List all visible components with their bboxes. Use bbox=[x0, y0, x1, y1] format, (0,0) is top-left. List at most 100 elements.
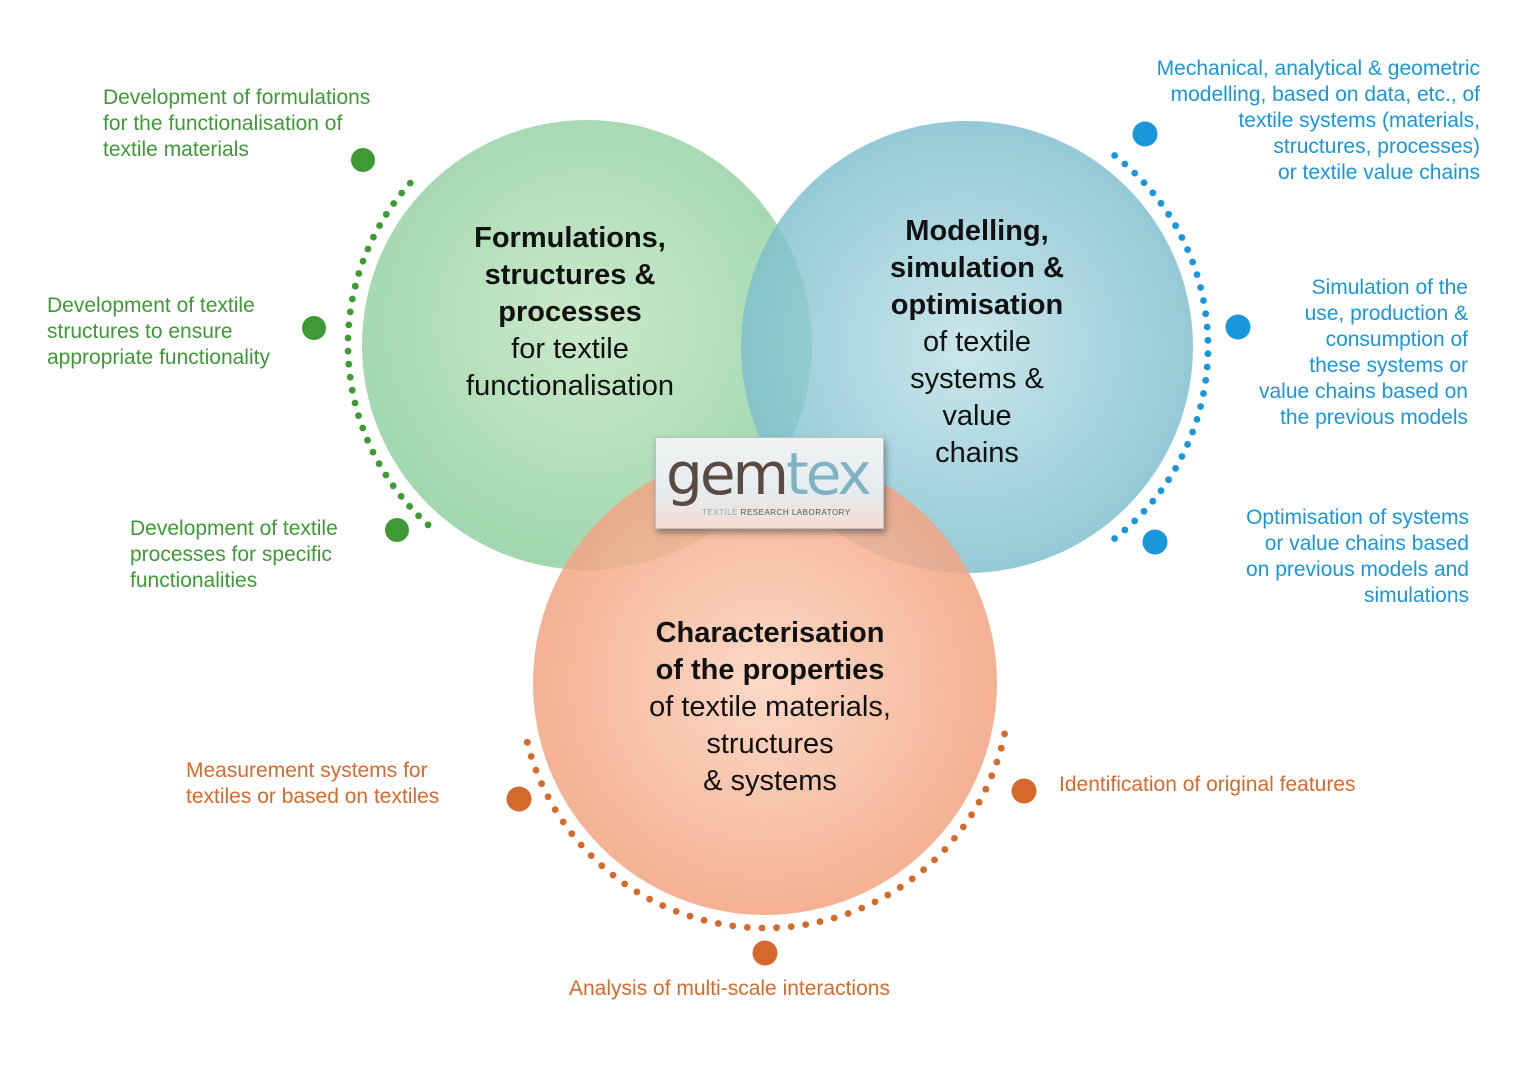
orange-arc-dot bbox=[729, 922, 737, 930]
blue-arc-dot bbox=[1131, 169, 1139, 177]
logo-word-part-2: tex bbox=[786, 440, 872, 508]
orange-arc-dot bbox=[686, 912, 694, 920]
blue-arc-dot bbox=[1111, 535, 1118, 542]
blue-arc-dot bbox=[1157, 487, 1165, 495]
orange-title-line-5: & systems bbox=[703, 765, 837, 797]
green-title-line-4: for textile bbox=[511, 333, 629, 365]
green-arc-dot bbox=[346, 373, 354, 381]
green-arc-dot bbox=[397, 492, 405, 500]
green-annotation-3-line-1: Development of textile bbox=[130, 517, 338, 540]
green-arc-dot bbox=[382, 471, 390, 479]
blue-annotation-2-line-1: Simulation of the bbox=[1311, 276, 1468, 299]
green-annotation-2: Development of textile structures to ens… bbox=[47, 293, 270, 371]
orange-arc-dot bbox=[672, 908, 680, 915]
blue-arc-dot bbox=[1178, 234, 1186, 241]
green-annotation-2-line-1: Development of textile bbox=[47, 294, 255, 317]
blue-arc-dot bbox=[1165, 210, 1172, 218]
orange-arc-dot bbox=[920, 866, 927, 874]
orange-arc-dot bbox=[802, 921, 810, 928]
orange-arc-dot bbox=[871, 898, 879, 906]
blue-arc-dot bbox=[1172, 464, 1179, 472]
orange-circle-title: Characterisation of the properties of te… bbox=[649, 615, 891, 800]
orange-arc-dot bbox=[816, 918, 824, 926]
green-arc-dot bbox=[348, 386, 356, 394]
blue-arc-dot bbox=[1157, 199, 1165, 207]
blue-arc-dot bbox=[1121, 160, 1129, 168]
blue-annotation-2-line-4: these systems or bbox=[1309, 354, 1468, 377]
blue-annotation-2: Simulation of the use, production & cons… bbox=[1259, 275, 1468, 431]
orange-arc-dot bbox=[997, 744, 1005, 752]
green-arc-dot bbox=[351, 399, 359, 407]
green-marker-3 bbox=[385, 518, 409, 542]
orange-circle bbox=[533, 451, 997, 915]
orange-title-line-1: Characterisation bbox=[655, 617, 885, 649]
blue-annotation-2-line-6: the previous models bbox=[1280, 406, 1468, 429]
orange-arc-dot bbox=[598, 862, 606, 870]
orange-arc-dot bbox=[587, 852, 595, 859]
orange-arc-dot bbox=[714, 920, 722, 927]
logo-wordmark: gemtex bbox=[666, 440, 872, 508]
blue-arc-dot bbox=[1111, 152, 1118, 159]
orange-arc-dot bbox=[700, 916, 708, 924]
orange-arc-dot bbox=[844, 910, 852, 917]
orange-arc-dot bbox=[993, 758, 1001, 766]
orange-arc-dot bbox=[532, 766, 540, 774]
orange-arc-dot bbox=[982, 785, 990, 793]
orange-title-line-3: of textile materials, bbox=[649, 691, 891, 723]
orange-arc-dot bbox=[951, 835, 958, 842]
green-arc-dot bbox=[376, 222, 383, 229]
green-arc-dot bbox=[355, 412, 362, 419]
blue-arc-dot bbox=[1204, 336, 1212, 344]
blue-annotation-3-line-2: or value chains based bbox=[1264, 532, 1469, 555]
blue-annotation-2-line-3: consumption of bbox=[1325, 328, 1468, 351]
blue-arc-dot bbox=[1193, 271, 1201, 278]
dotted-arcs bbox=[344, 152, 1212, 932]
blue-arc-dot bbox=[1204, 350, 1212, 358]
green-arc-dot bbox=[370, 233, 377, 241]
blue-annotation-1-line-2: modelling, based on data, etc., of bbox=[1170, 83, 1480, 106]
green-arc-dot bbox=[364, 436, 371, 444]
orange-arc-dot bbox=[975, 798, 983, 806]
blue-marker-1 bbox=[1132, 121, 1158, 147]
green-title-line-5: functionalisation bbox=[466, 370, 674, 402]
green-arc-dot bbox=[364, 245, 372, 253]
green-arc-dot bbox=[398, 189, 406, 197]
blue-arc-dot bbox=[1172, 222, 1179, 230]
orange-title-line-2: of the properties bbox=[655, 654, 885, 686]
orange-annotation-2-line-1: Identification of original features bbox=[1059, 773, 1356, 796]
green-arc-dot bbox=[389, 482, 397, 490]
logo-tagline-part-1: TEXTILE bbox=[702, 508, 738, 517]
orange-marker-1 bbox=[506, 786, 532, 812]
green-title-line-2: structures & bbox=[484, 259, 656, 291]
blue-title-line-4: of textile bbox=[922, 326, 1031, 358]
blue-arc-dot bbox=[1140, 179, 1148, 187]
blue-title-line-2: simulation & bbox=[889, 252, 1065, 284]
orange-arc-dot bbox=[646, 895, 653, 903]
blue-circle-title: Modelling, simulation & optimisation of … bbox=[890, 213, 1064, 472]
green-annotation-3-line-2: processes for specific bbox=[130, 543, 332, 566]
orange-annotation-1-line-2: textiles or based on textiles bbox=[186, 785, 440, 808]
green-arc-dot bbox=[390, 200, 398, 207]
blue-arc-dot bbox=[1189, 428, 1196, 436]
blue-arc-dot bbox=[1184, 246, 1191, 254]
orange-arc-dot bbox=[568, 830, 576, 838]
orange-title-line-4: structures bbox=[706, 728, 834, 760]
blue-arc-dot bbox=[1193, 416, 1201, 423]
blue-arc-dot bbox=[1165, 476, 1172, 484]
green-title-line-1: Formulations, bbox=[474, 222, 666, 254]
blue-annotation-1-line-4: structures, processes) bbox=[1273, 135, 1480, 158]
green-annotation-1-line-3: textile materials bbox=[103, 138, 249, 161]
blue-annotation-3: Optimisation of systems or value chains … bbox=[1246, 505, 1469, 609]
green-marker-2 bbox=[302, 316, 326, 340]
green-annotation-1: Development of formulations for the func… bbox=[103, 85, 370, 163]
green-arc-dot bbox=[406, 179, 414, 187]
blue-arc-dot bbox=[1202, 310, 1210, 318]
blue-arc-dot bbox=[1202, 376, 1210, 384]
green-arc-dot bbox=[359, 257, 367, 265]
green-annotation-3: Development of textile processes for spe… bbox=[130, 516, 338, 594]
blue-arc-dot bbox=[1189, 258, 1196, 266]
green-arc-dot bbox=[369, 448, 377, 456]
green-annotation-2-line-2: structures to ensure bbox=[47, 320, 233, 343]
blue-arc-dot bbox=[1203, 323, 1211, 331]
